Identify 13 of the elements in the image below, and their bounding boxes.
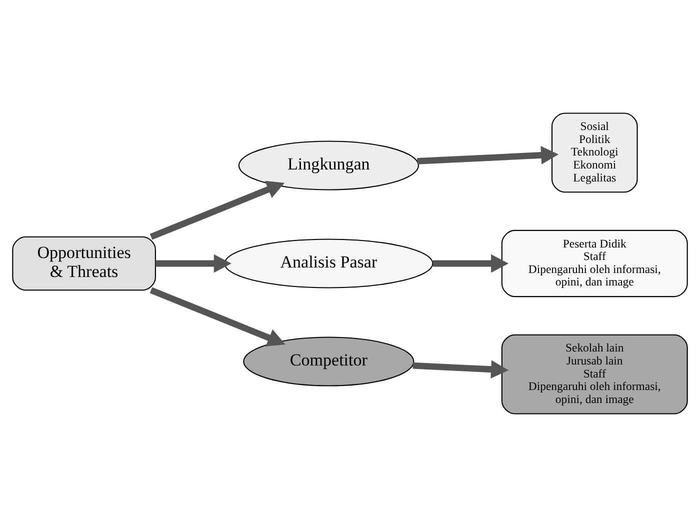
arrow [417, 146, 559, 164]
node-box: Opportunities & Threats [12, 236, 156, 290]
node-ellipse: Lingkungan [238, 140, 420, 190]
node-box: Peserta Didik Staff Dipengaruhi oleh informasi, opini, dan image [501, 229, 688, 297]
arrow [150, 286, 286, 346]
node-ellipse: Analisis Pasar [224, 238, 434, 288]
arrow [432, 254, 509, 272]
arrow [412, 360, 509, 378]
node-box: Sosial Politik Teknologi Ekonomi Legalitas [551, 112, 638, 192]
arrow [150, 180, 285, 240]
node-ellipse: Competitor [243, 336, 414, 386]
arrow [156, 254, 232, 272]
node-box: Sekolah lain Jurusab lain Staff Dipengaruhi oleh informasi, opini, dan image [501, 334, 688, 414]
